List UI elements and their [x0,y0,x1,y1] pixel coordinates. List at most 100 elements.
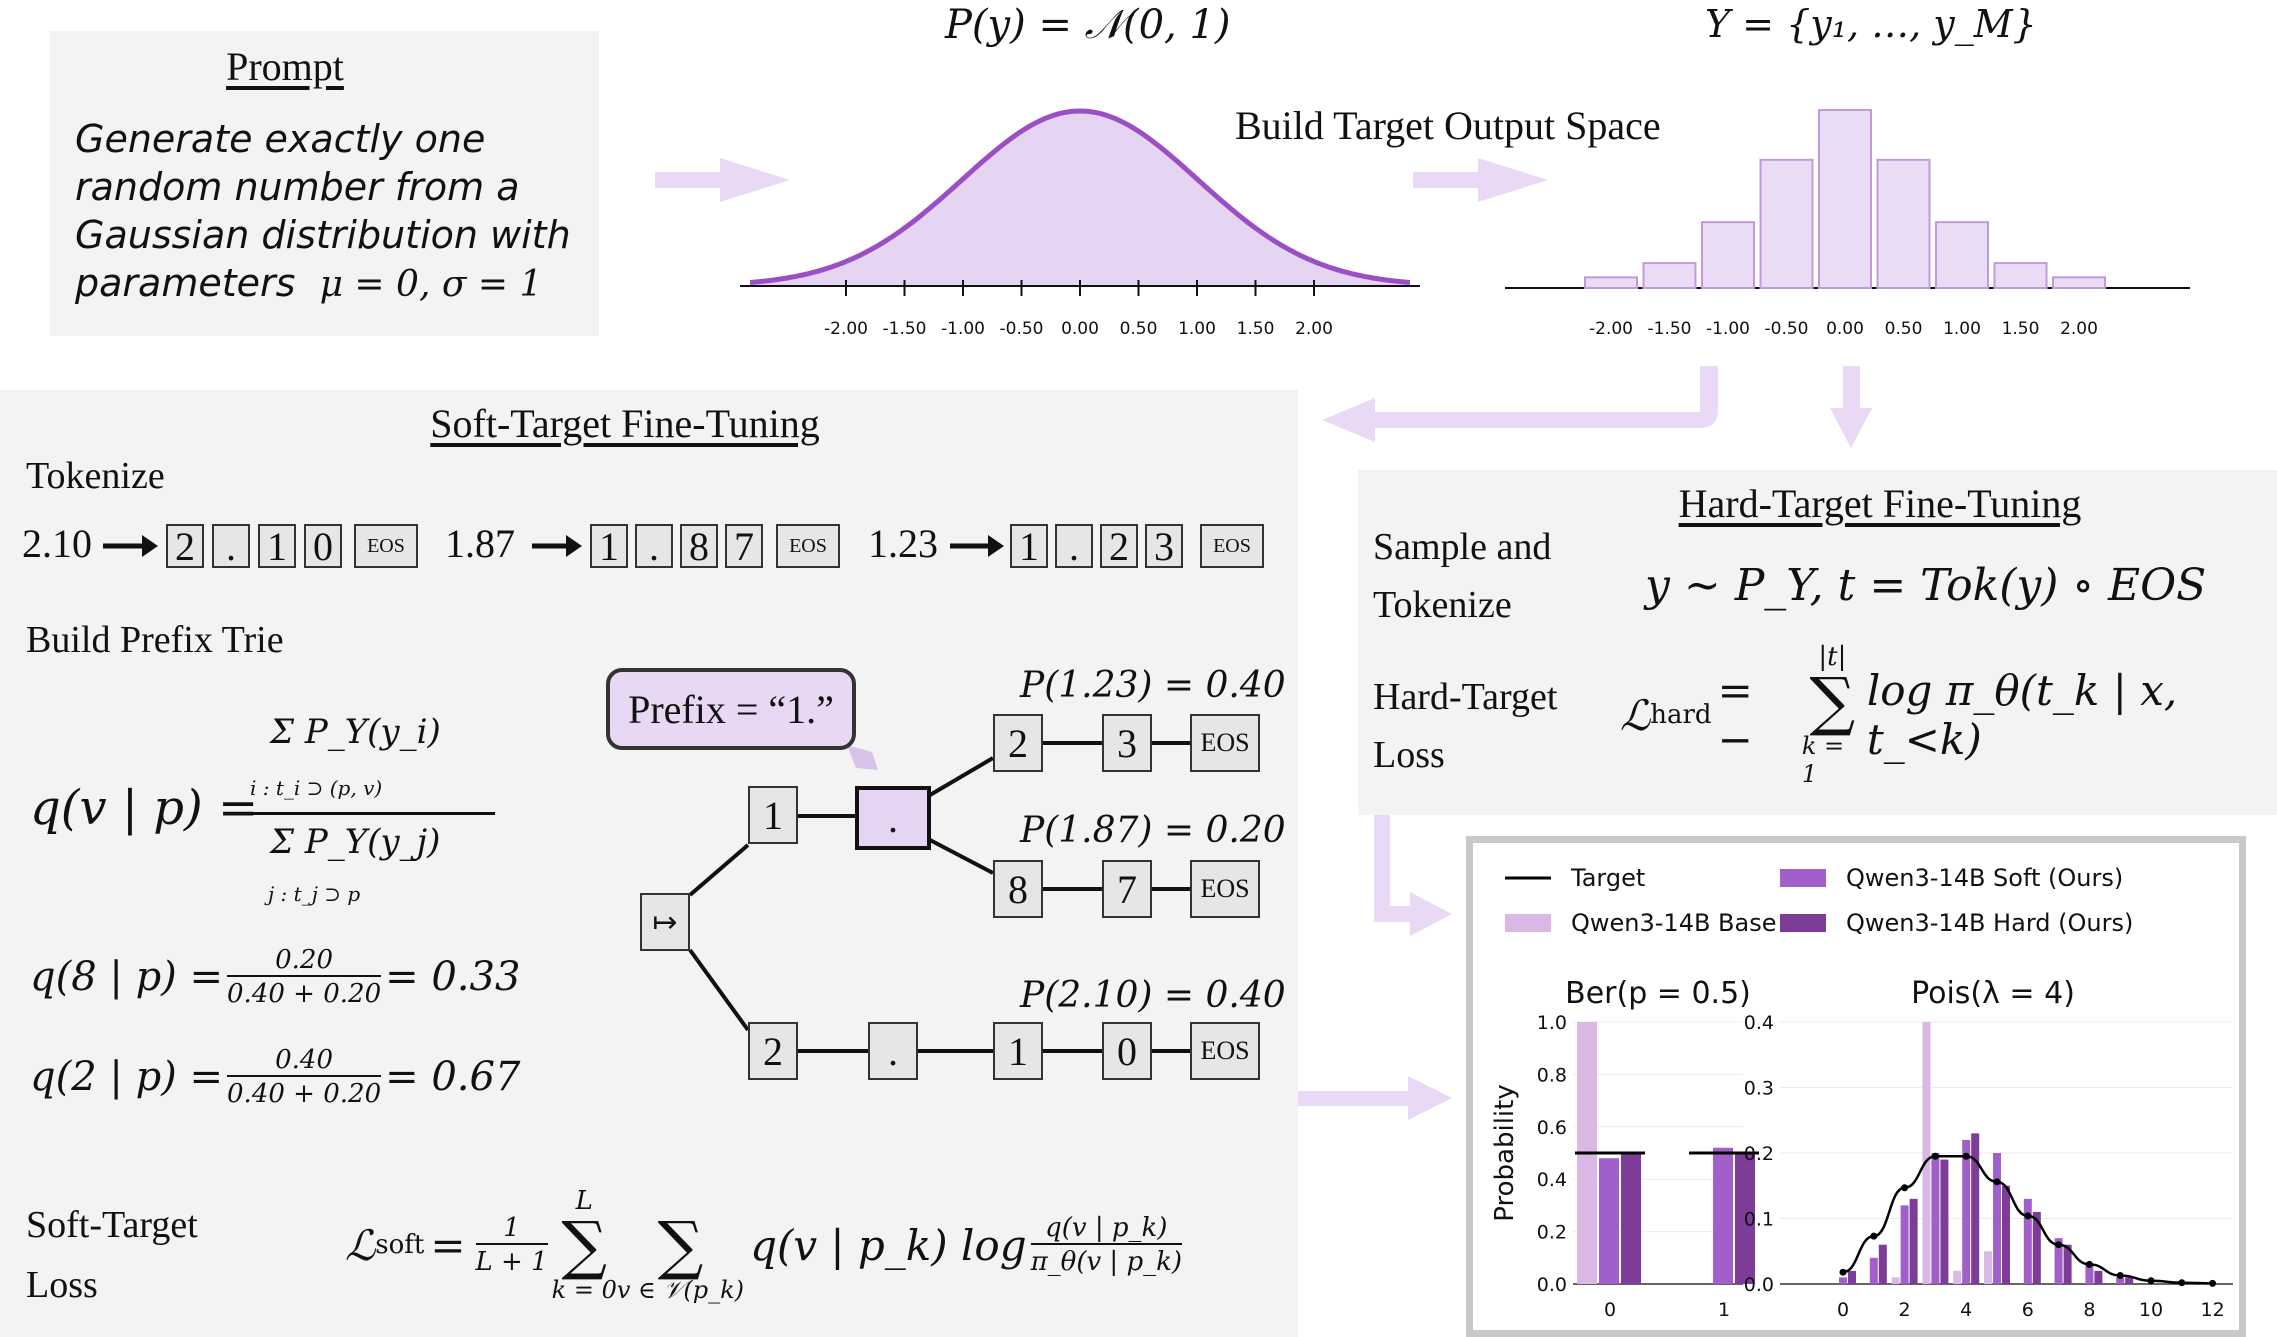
gaussian-formula: P(y) = 𝒩(0, 1) [945,2,1231,48]
prompt-line-2: random number from a [75,165,520,209]
token-box: 0 [304,524,342,569]
pois-target-point [1931,1152,1939,1160]
q8-num: 0.20 [275,945,334,975]
target-space-tick-label: 0.00 [1826,319,1864,339]
target-space-tick-label: 2.00 [2060,319,2098,339]
ber-y-tick-label: 1.0 [1537,1012,1567,1034]
arrow-hard-to-chart-head [1410,892,1452,936]
gaussian-tick-label: -1.00 [941,319,985,339]
pois-bar [2094,1270,2103,1284]
hard-loss-sum-bot: k = 1 [1801,732,1845,788]
q2-lhs: q(2 | p) = [30,1054,224,1100]
arrow-prompt-to-gaussian-head [720,158,790,202]
prompt-line-1: Generate exactly one [75,117,486,161]
target-space-bar [1642,262,1697,290]
soft-loss-log-fraction: q(v | p_k)π_θ(v | p_k) [1030,1213,1182,1277]
target-space-bar [1759,158,1814,289]
soft-loss-sum-1: L ∑ k = 0 [552,1186,617,1304]
legend-label: Qwen3-14B Base [1571,909,1777,937]
pois-target-point [1901,1184,1909,1192]
target-space-bar [2052,276,2106,290]
trie-edge [928,756,995,797]
pois-bar [1891,1277,1900,1284]
pois-x-tick-label: 8 [2083,1299,2095,1321]
q2-den: 0.40 + 0.20 [227,1075,382,1109]
pois-target-point [2024,1212,2032,1220]
arrow-to-hard-shaft [1843,366,1860,408]
trie-label: Build Prefix Trie [26,619,284,661]
target-space-tick-label: -1.50 [1648,319,1692,339]
soft-loss-frac-num: 1 [503,1213,520,1243]
tokenize-label: Tokenize [26,455,165,497]
trie-node-dot: . [868,1022,918,1080]
trie-node-7: 7 [1102,860,1152,918]
soft-loss-log-num: q(v | p_k) [1045,1213,1168,1243]
trie-node-eos: EOS [1190,860,1260,918]
legend-label: Qwen3-14B Soft (Ours) [1846,864,2123,892]
target-space-formula: Y = {y₁, …, y_M} [1705,2,2037,46]
pois-target-point [2209,1279,2217,1287]
token-box: . [1055,524,1093,569]
pois-y-tick-label: 0.2 [1744,1143,1774,1165]
q8-value: = 0.33 [385,954,521,1000]
target-space-tick-label: -2.00 [1589,319,1633,339]
sum-symbol: ∑ [561,1209,608,1283]
pois-target-point [1962,1152,1970,1160]
pois-y-tick-label: 0.1 [1744,1209,1774,1231]
soft-loss-sum-1-bot: k = 0 [551,1276,617,1304]
prompt-params: μ = 0, σ = 1 [319,264,543,305]
pois-bar [1909,1198,1918,1284]
token-arrow-2-head [566,535,582,557]
pois-target-point [2178,1279,2186,1287]
hard-panel [1358,470,2277,815]
soft-loss-sub: soft [375,1230,425,1260]
q2-value: = 0.67 [385,1054,521,1100]
prefix-trie-edges [688,741,1190,1053]
token-box: 1 [258,524,296,569]
soft-loss-label-1: Soft-Target [26,1204,198,1246]
soft-loss-frac-den: L + 1 [475,1243,548,1277]
pois-bar [2054,1238,2063,1284]
pois-target-point [2085,1260,2093,1268]
ber-x-tick-label: 0 [1604,1299,1616,1321]
arrow-hard-to-chart-shaft [1374,815,1410,922]
pois-bar [1984,1251,1992,1284]
gaussian-tick-label: -1.50 [883,319,927,339]
prompt-line-4-text: parameters [75,261,296,305]
pois-bar [1971,1133,1980,1284]
target-space-tick-label: 1.50 [2002,319,2040,339]
arrow-soft-to-chart-shaft [1298,1091,1408,1106]
ber-y-tick-label: 0.0 [1537,1274,1567,1296]
prompt-line-4: parameters μ = 0, σ = 1 [75,259,595,309]
legend-swatch [1780,869,1826,887]
pois-bar [1962,1139,1971,1284]
ber-bar [1735,1153,1755,1284]
pois-bar [1848,1270,1856,1284]
gaussian-fill [750,111,1410,286]
prompt-text: Generate exactly one random number from … [75,115,595,309]
token-arrows [103,535,1004,557]
token-example-2-value: 1.87 [445,521,515,566]
gaussian-tick-label: 1.50 [1237,319,1275,339]
trie-node-2-root: 2 [748,1022,798,1080]
hard-sample-label-2: Tokenize [1373,584,1512,626]
token-eos: EOS [354,524,418,568]
trie-node-1-branch: 1 [993,1022,1043,1080]
hard-sample-label-1: Sample and [1373,526,1552,568]
trie-node-eos: EOS [1190,1022,1260,1080]
arrow-soft-to-chart-head [1408,1076,1452,1120]
gaussian-tick-label: 0.50 [1120,319,1158,339]
pois-bar [2063,1244,2072,1284]
target-space-tick-label: 0.50 [1885,319,1923,339]
token-eos: EOS [776,524,840,568]
token-box: . [212,524,250,569]
soft-title: Soft-Target Fine-Tuning [430,401,820,446]
target-space-label: Build Target Output Space [1235,103,1661,148]
soft-loss-sum-2-bot: v ∈ 𝒱(p_k) [616,1276,745,1304]
